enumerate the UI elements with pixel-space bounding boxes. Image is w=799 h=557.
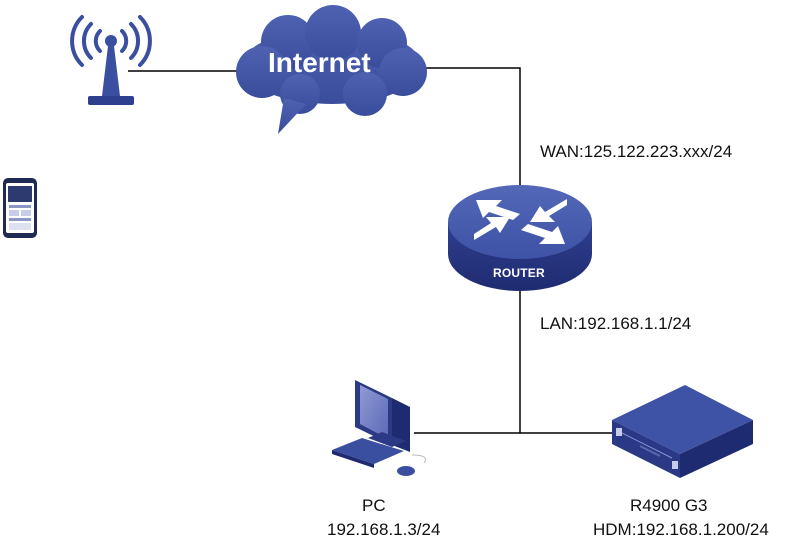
rack-server-icon — [612, 385, 753, 478]
lan-label: LAN:192.168.1.1/24 — [540, 314, 692, 333]
wan-label: WAN:125.122.223.xxx/24 — [540, 142, 733, 161]
internet-label: Internet — [268, 47, 371, 78]
desktop-pc-icon — [332, 380, 426, 476]
internet-router-wan-link — [424, 67, 521, 186]
server-name-label: R4900 G3 — [630, 496, 708, 515]
pc-name-label: PC — [362, 496, 386, 515]
connection-lines — [128, 67, 622, 434]
smartphone-icon — [3, 178, 37, 238]
cloud-icon — [236, 5, 427, 134]
router-icon — [448, 185, 592, 291]
router-label: ROUTER — [493, 266, 545, 280]
server-ip-label: HDM:192.168.1.200/24 — [593, 520, 769, 539]
wireless-antenna-icon — [70, 15, 152, 105]
pc-ip-label: 192.168.1.3/24 — [327, 520, 441, 539]
